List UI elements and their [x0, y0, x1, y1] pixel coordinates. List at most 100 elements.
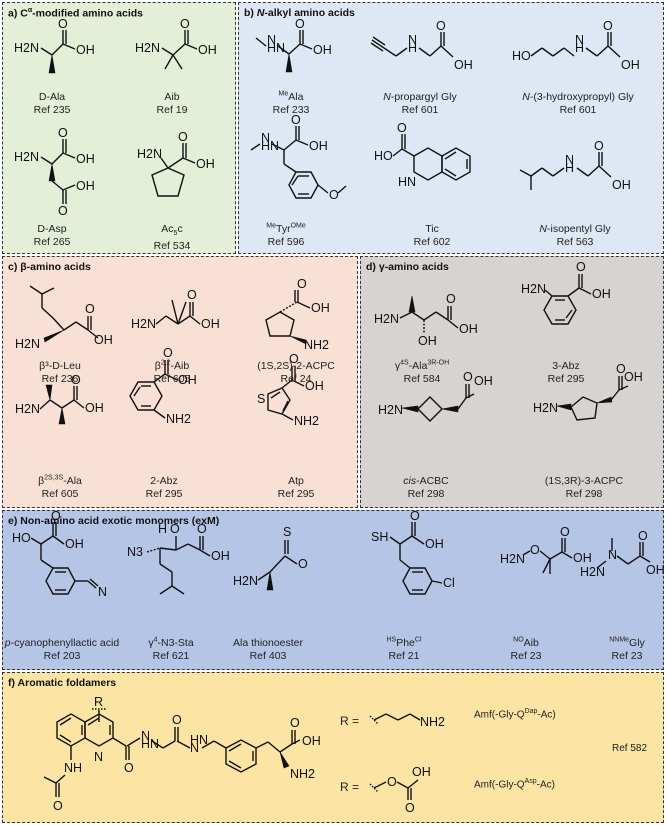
svg-text:OH: OH	[76, 152, 95, 166]
d-ala-structure: H2N OH O	[14, 17, 95, 74]
panel-f-title: f) Aromatic foldamers	[8, 677, 117, 689]
svg-text:Cl: Cl	[443, 576, 455, 590]
n-hydroxypropyl-gly-structure: HO H N OH O	[512, 19, 640, 72]
svg-text:OH: OH	[624, 370, 643, 384]
svg-text:OH: OH	[76, 179, 95, 193]
svg-text:O: O	[58, 17, 68, 31]
svg-text:H2N: H2N	[131, 317, 156, 331]
svg-text:OH: OH	[459, 322, 478, 336]
svg-text:HO: HO	[12, 531, 31, 545]
svg-text:NH: NH	[64, 761, 82, 775]
panel-b: b) N-alkyl amino acids	[238, 2, 664, 254]
svg-text:HN: HN	[141, 737, 159, 751]
svg-text:OH: OH	[612, 178, 631, 192]
svg-text:OH: OH	[621, 58, 640, 72]
svg-text:OH: OH	[305, 379, 324, 393]
svg-text:O: O	[295, 17, 305, 31]
me-ala-structure: HN N OH O	[255, 17, 332, 73]
svg-text:N: N	[565, 153, 574, 167]
panel-e-title: e) Non-amino acid exotic monomers (exM)	[8, 515, 220, 527]
svg-text:H2N: H2N	[14, 150, 39, 164]
svg-text:H: H	[575, 41, 584, 55]
svg-text:OH: OH	[646, 563, 665, 577]
svg-text:N: N	[94, 750, 103, 764]
svg-text:O: O	[616, 362, 626, 376]
amf-dap-label: Amf(-Gly-QDap-Ac)	[474, 708, 556, 721]
svg-text:O: O	[71, 373, 81, 387]
acpc2-structure: O OH NH2	[265, 277, 330, 352]
svg-text:O: O	[178, 130, 188, 144]
svg-text:O: O	[329, 188, 339, 202]
svg-text:H2N: H2N	[135, 41, 160, 55]
svg-text:OH: OH	[211, 549, 230, 563]
svg-text:OH: OH	[76, 43, 95, 57]
svg-text:O: O	[291, 113, 301, 127]
amf-asp-label: Amf(-Gly-QAsp-Ac)	[474, 778, 555, 791]
svg-text:O: O	[180, 17, 190, 31]
no-aib-structure: H2N O O OH	[500, 525, 592, 574]
svg-text:O: O	[197, 522, 207, 536]
abz2-structure: O OH NH2	[129, 346, 197, 426]
svg-text:OH: OH	[311, 301, 330, 315]
b22-aib-structure: H2N O OH	[131, 288, 220, 331]
svg-text:H2N: H2N	[533, 401, 558, 415]
d-asp-structure: H2N OH O OH O	[14, 126, 95, 218]
svg-text:O: O	[187, 288, 197, 302]
svg-text:OH: OH	[65, 537, 84, 551]
panel-d: d) γ-amino acids	[360, 256, 664, 508]
svg-text:O: O	[58, 126, 68, 140]
r-label-1: R =	[340, 714, 360, 728]
svg-text:O: O	[290, 716, 300, 730]
svg-text:OH: OH	[454, 58, 473, 72]
svg-text:O: O	[85, 302, 95, 316]
svg-text:N: N	[608, 548, 617, 562]
svg-text:OH: OH	[309, 139, 328, 153]
svg-text:O: O	[560, 525, 570, 539]
foldamer-ref: Ref 582	[612, 743, 648, 754]
svg-text:O: O	[638, 529, 648, 543]
svg-text:H2N: H2N	[374, 312, 399, 326]
svg-text:H: H	[565, 161, 574, 175]
svg-text:N: N	[575, 33, 584, 47]
svg-text:O: O	[289, 352, 299, 366]
g-ala-structure: H2N OH O OH	[374, 292, 478, 348]
panel-f: f) Aromatic foldamers	[2, 672, 664, 823]
svg-text:N: N	[98, 585, 107, 599]
svg-text:O: O	[530, 543, 540, 557]
svg-text:SH: SH	[371, 530, 388, 544]
svg-text:NH2: NH2	[166, 412, 191, 426]
svg-text:O: O	[163, 346, 173, 360]
svg-text:HO: HO	[374, 149, 393, 163]
svg-text:O: O	[576, 260, 586, 274]
abz3-structure: H2N O OH	[521, 260, 611, 325]
svg-text:H2N: H2N	[233, 574, 258, 588]
n-isopentyl-gly-structure: H N OH O	[519, 139, 631, 192]
aib-structure: H2N OH O	[135, 17, 217, 70]
svg-text:S: S	[257, 392, 265, 406]
svg-text:O: O	[603, 19, 613, 33]
panel-c-title: c) β-amino acids	[8, 261, 91, 273]
svg-text:OH: OH	[313, 43, 332, 57]
ac5c-structure: H2N OH O	[137, 130, 215, 197]
svg-text:OH: OH	[474, 374, 493, 388]
svg-text:R: R	[94, 695, 103, 709]
svg-text:H: H	[158, 522, 167, 536]
panel-d-title: d) γ-amino acids	[366, 261, 449, 273]
svg-text:OH: OH	[201, 317, 220, 331]
p-cyano-structure: HO O OH N	[12, 509, 107, 599]
svg-text:NH2: NH2	[304, 338, 329, 352]
svg-text:O: O	[297, 277, 307, 291]
